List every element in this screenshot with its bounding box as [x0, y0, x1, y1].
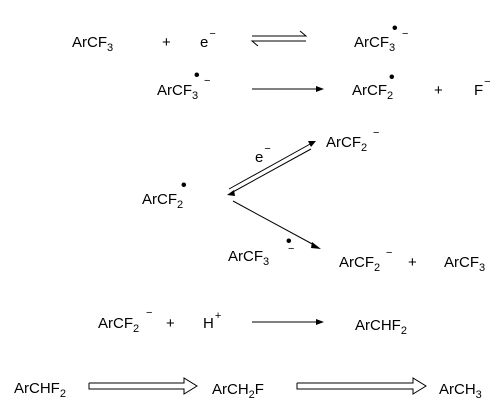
r3-lower-product1: ArCF2 [339, 254, 380, 274]
r3-lower-reagent: ArCF3 [228, 248, 269, 268]
r1-product-radical: • [392, 20, 398, 37]
r5-start: ArCHF2 [14, 380, 66, 400]
r3-plus: + [408, 254, 417, 271]
r4-reactant: ArCF2 [98, 315, 139, 335]
r3-upper-reagent: e− [255, 143, 271, 166]
r5-end: ArCH3 [439, 381, 482, 400]
r3-upper-reverse-arrow [230, 148, 312, 194]
r1-plus: + [162, 34, 171, 51]
r5-hollow-arrow-1 [88, 377, 198, 395]
r2-reactant-radical: • [194, 67, 200, 84]
r2-product1: ArCF2 [352, 82, 393, 102]
r3-lower-product1-charge: − [386, 247, 392, 259]
r5-middle: ArCH2F [212, 381, 264, 400]
r3-upper-forward-arrow [228, 142, 313, 190]
r2-product1-radical: • [389, 69, 395, 86]
r4-arrow-head [316, 319, 324, 325]
r2-plus: + [434, 82, 443, 99]
r4-proton: H+ [203, 310, 221, 332]
r2-reactant-charge: − [204, 75, 210, 87]
r3-upper-reverse-head [227, 190, 235, 196]
r2-product2: F− [474, 76, 491, 99]
reaction-5: ArCHF2 ArCH2F ArCH3 [14, 377, 482, 400]
r3-lower-reagent-charge: − [288, 243, 294, 255]
reaction-3: ArCF2 • e− ArCF2 − ArCF3 • − ArCF2 − + A… [142, 127, 485, 274]
r3-lower-reagent-radical: • [286, 233, 292, 250]
r3-lower-product2: ArCF3 [444, 254, 485, 274]
reaction-1: ArCF3 + e− ArCF3 • − [72, 20, 408, 54]
r1-reactant: ArCF3 [72, 34, 113, 54]
r1-electron: e− [200, 28, 216, 51]
r1-product: ArCF3 [354, 34, 395, 54]
r1-reverse-arrow [250, 40, 306, 47]
r3-lower-arrow-shaft [232, 200, 317, 247]
r4-product: ArCHF2 [355, 317, 407, 337]
r3-upper-product-charge: − [373, 127, 379, 139]
r5-hollow-arrow-2 [296, 377, 427, 395]
reaction-2: ArCF3 • − ArCF2 • + F− [157, 67, 491, 102]
r4-reactant-charge: − [146, 307, 152, 319]
r1-product-charge: − [402, 28, 408, 40]
r3-center: ArCF2 [142, 191, 183, 211]
r4-plus: + [166, 315, 175, 332]
r3-center-radical: • [181, 177, 187, 194]
r1-forward-arrow [252, 30, 308, 37]
r3-upper-forward-head [308, 141, 316, 147]
r2-arrow-head [316, 86, 324, 92]
r3-upper-product: ArCF2 [326, 134, 367, 154]
r3-lower-arrow-head [311, 242, 321, 249]
r2-reactant: ArCF3 [157, 82, 198, 102]
reaction-4: ArCF2 − + H+ ArCHF2 [98, 307, 407, 337]
